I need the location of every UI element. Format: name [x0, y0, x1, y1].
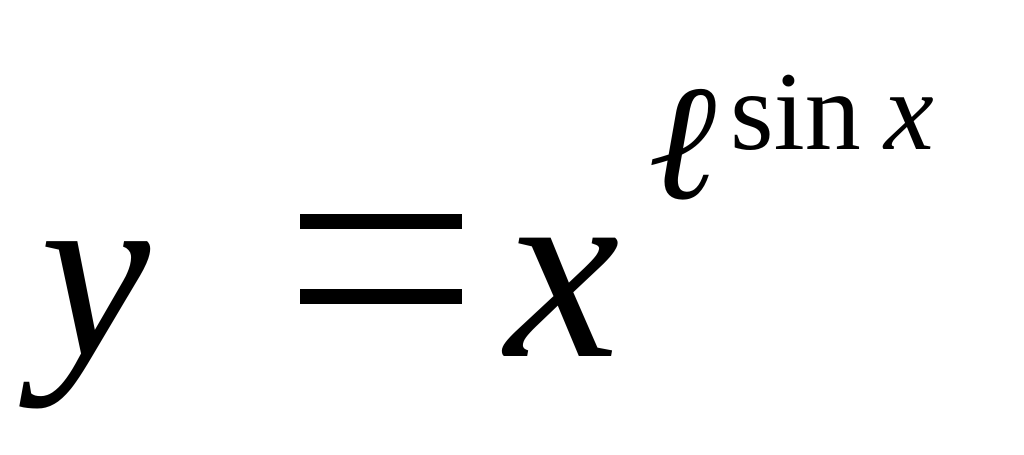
lhs-variable-y: y	[40, 134, 151, 409]
equals-sign-bottom-bar	[300, 289, 462, 304]
exponent-sin-function: sin	[730, 50, 861, 174]
exponent-argument-x: x	[884, 50, 934, 174]
exponent-ell-symbol: ℓ	[648, 53, 717, 234]
equals-sign-top-bar	[300, 214, 462, 229]
base-variable-x: x	[505, 126, 620, 412]
